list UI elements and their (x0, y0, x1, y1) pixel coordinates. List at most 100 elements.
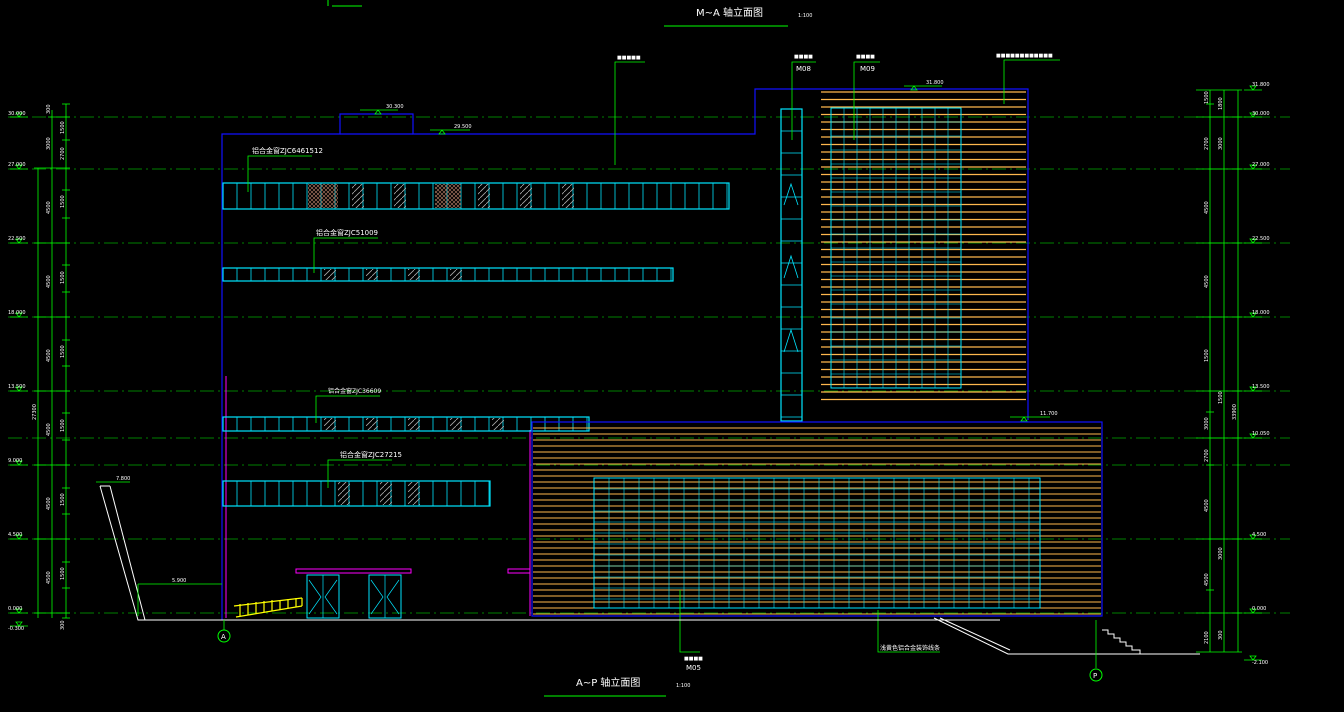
level-left-135: 13.500 (8, 384, 26, 390)
level-right-1005: 10.050 (1252, 431, 1270, 437)
bottom-view-title: A~P 轴立面图 (576, 676, 640, 689)
left-dimension-chains (37, 104, 67, 618)
svg-text:2700: 2700 (60, 147, 66, 160)
floor-level-lines (8, 116, 1290, 614)
building-outline (221, 88, 1029, 620)
axis-p-bubble (1089, 668, 1103, 682)
svg-text:1500: 1500 (60, 419, 66, 432)
svg-text:4500: 4500 (1204, 275, 1210, 288)
window-callout-leaders (247, 155, 392, 488)
right-dim-ticks (1196, 89, 1242, 653)
ribbon-window-3 (222, 416, 590, 432)
level-left-18: 18.000 (8, 310, 26, 316)
tower-cladding-stripes (821, 91, 1026, 401)
ribbon-1-cross-a (308, 184, 338, 208)
svg-text:4500: 4500 (46, 571, 52, 584)
level-left-45: 4.500 (8, 532, 22, 538)
right-dimension-chains (1209, 90, 1239, 652)
level-right-0: 0.000 (1252, 606, 1266, 612)
axis-p-label: P (1093, 672, 1097, 680)
podium-curtain-grid (593, 477, 1041, 609)
ribbon-3-hatch (324, 418, 504, 430)
svg-text:4500: 4500 (1204, 499, 1210, 512)
window-callout-1: 铝合金窗ZJC6461512 (252, 146, 323, 155)
right-level-markers (1244, 85, 1262, 661)
axis-a-bubble (217, 629, 231, 643)
total-right: 33900 (1232, 404, 1238, 420)
side-canopy (507, 568, 531, 574)
svg-text:4500: 4500 (1204, 201, 1210, 214)
cladding-top-text: ■■■■■■■■■■■■ (996, 53, 1053, 59)
total-left: 27300 (32, 404, 38, 420)
left-level-labels: 30.000 27.000 22.500 18.000 13.500 9.000… (8, 111, 26, 632)
podium-block (531, 421, 1103, 617)
svg-text:4500: 4500 (46, 275, 52, 288)
ribbon-window-2-mullions (236, 268, 672, 281)
level-right-27: 27.000 (1252, 162, 1270, 168)
svg-text:4500: 4500 (46, 201, 52, 214)
svg-text:1500: 1500 (60, 493, 66, 506)
stair-shaft-arrows (783, 182, 799, 353)
level-right-31: 31.800 (1252, 82, 1270, 88)
left-dim-ticks (34, 103, 70, 619)
cladding-leader-bottom (877, 610, 940, 653)
roof-level-1: 30.300 (386, 104, 404, 110)
bottom-view-scale: 1:100 (676, 683, 690, 689)
axis-a-label: A (221, 633, 226, 641)
svg-text:1500: 1500 (60, 567, 66, 580)
level-right-18: 18.000 (1252, 310, 1270, 316)
ribbon-window-2 (222, 267, 674, 282)
left-dim-labels: 27300 300 3000 4500 4500 4500 4500 4500 … (32, 104, 66, 630)
m09-label: M09 (860, 65, 875, 73)
window-callout-3: 铝合金窗ZJC36609 (328, 387, 381, 395)
ramp-railing (233, 597, 303, 618)
svg-text:300: 300 (60, 620, 66, 630)
top-view-scale: 1:100 (798, 13, 812, 19)
level-right-30: 30.000 (1252, 111, 1270, 117)
level-right-45: 4.500 (1252, 532, 1266, 538)
svg-text:2100: 2100 (1204, 631, 1210, 644)
svg-text:300: 300 (1218, 630, 1224, 640)
level-left-27: 27.000 (8, 162, 26, 168)
roof-level-2: 29.500 (454, 124, 472, 130)
stair-shaft-lines (781, 130, 802, 418)
podium-level: 11.700 (1040, 411, 1058, 417)
svg-text:4500: 4500 (46, 497, 52, 510)
ribbon-1-cross-b (435, 184, 461, 208)
svg-text:1500: 1500 (1204, 91, 1210, 104)
svg-text:3000: 3000 (1218, 547, 1224, 560)
top-view-title: M~A 轴立面图 (696, 6, 763, 19)
right-level-labels: 31.800 30.000 27.000 22.500 18.000 13.50… (1252, 82, 1270, 666)
m08-leader (791, 61, 816, 140)
ribbon-4-hatch (338, 482, 420, 505)
podium-curtain-grid-lines (594, 478, 1040, 608)
level-left-225: 22.500 (8, 236, 26, 242)
window-callout-2: 铝合金窗ZJC51009 (316, 228, 378, 237)
ribbon-2-hatch (324, 269, 462, 280)
roof-leader (614, 61, 645, 165)
stair-shaft (780, 108, 803, 422)
level-left-30: 30.000 (8, 111, 26, 117)
tower-curtain-grid-lines (831, 108, 961, 388)
ribbon-window-4-mullions (236, 481, 490, 506)
svg-text:3000: 3000 (1218, 137, 1224, 150)
level-right-135: 13.500 (1252, 384, 1270, 390)
svg-text:1500: 1500 (60, 345, 66, 358)
svg-text:3000: 3000 (46, 137, 52, 150)
svg-text:4500: 4500 (46, 349, 52, 362)
ribbon-window-1 (222, 182, 730, 210)
svg-text:1500: 1500 (60, 271, 66, 284)
level-right-m21: -2.100 (1252, 660, 1268, 666)
level-left-0: 0.000 (8, 606, 22, 612)
svg-text:1500: 1500 (60, 195, 66, 208)
ribbon-window-4 (222, 480, 491, 507)
m09-leader (853, 61, 880, 140)
svg-text:3000: 3000 (1204, 417, 1210, 430)
m05-top-text: ■■■■ (684, 656, 703, 662)
podium-cladding-stripes (533, 427, 1101, 615)
ramp-dim: 5.900 (172, 578, 186, 584)
ramp-dimension (96, 481, 222, 616)
ramp-level: 7.800 (116, 476, 130, 482)
entrance-canopy (295, 568, 412, 574)
m05-label: M05 (686, 664, 701, 672)
